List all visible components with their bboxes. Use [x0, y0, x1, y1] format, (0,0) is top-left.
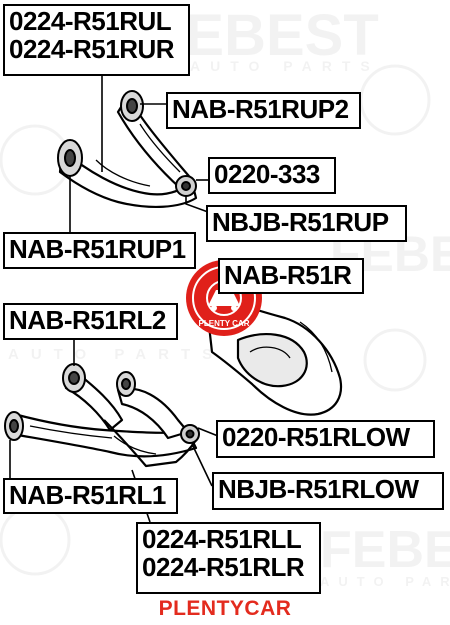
upper-bushing-front: [57, 139, 83, 177]
upper-bushing-rear: [120, 90, 144, 122]
part-number-lower-arm-2: 0224-R51RLR: [142, 552, 305, 582]
part-number-lower-ball-joint: NBJB-R51RLOW: [218, 474, 419, 504]
lower-bushing-front: [4, 411, 24, 441]
watermark-tagline-top: AUTO PARTS: [190, 58, 380, 74]
part-number-upper-arm-1: 0224-R51RUL: [9, 6, 172, 36]
lower-rear-mount: [116, 371, 136, 397]
upper-ball-joint: [175, 175, 197, 197]
watermark-logo-bottom: FEBEST: [320, 521, 450, 579]
part-number-upper-arm-2: 0224-R51RUR: [9, 34, 175, 64]
callout-lower-bushing-1: NAB-R51RL1: [3, 478, 178, 514]
callout-lower-ball-joint-boot: 0220-R51RLOW: [216, 420, 435, 458]
callout-upper-bushing-2: NAB-R51RUP2: [166, 92, 361, 129]
part-number-upper-bushing-2: NAB-R51RUP2: [172, 94, 349, 124]
part-number-lower-bushing-2: NAB-R51RL2: [9, 305, 166, 335]
part-number-lower-bushing-1: NAB-R51RL1: [9, 480, 166, 510]
lower-ball-joint: [180, 424, 200, 444]
part-number-ball-joint-boot: 0220-333: [214, 159, 320, 189]
callout-lower-arm: 0224-R51RLL 0224-R51RLR: [136, 522, 321, 594]
callout-lower-ball-joint: NBJB-R51RLOW: [212, 472, 444, 510]
part-number-upper-bushing-1: NAB-R51RUP1: [9, 234, 186, 264]
callout-upper-ball-joint: NBJB-R51RUP: [206, 205, 407, 242]
part-number-upper-ball-joint: NBJB-R51RUP: [212, 207, 389, 237]
part-number-lower-arm-1: 0224-R51RLL: [142, 524, 302, 554]
watermark-tagline-bottom: AUTO PARTS: [320, 574, 450, 589]
brand-footer: PLENTYCAR: [158, 597, 292, 620]
lower-bushing-inner: [62, 363, 86, 393]
part-number-lower-ball-joint-boot: 0220-R51RLOW: [222, 422, 410, 452]
stamp-text: PLENTY CAR: [199, 319, 250, 328]
callout-lower-bushing-2: NAB-R51RL2: [3, 303, 178, 340]
lower-control-arm: [10, 370, 198, 468]
part-number-knuckle-bushing: NAB-R51R: [224, 260, 352, 290]
callout-upper-ball-joint-boot: 0220-333: [208, 157, 336, 194]
callout-upper-arm: 0224-R51RUL 0224-R51RUR: [3, 4, 190, 76]
callout-upper-bushing-1: NAB-R51RUP1: [3, 232, 196, 269]
watermark-tagline-middle: AUTO PARTS: [8, 346, 225, 363]
callout-knuckle-bushing: NAB-R51R: [218, 258, 364, 294]
